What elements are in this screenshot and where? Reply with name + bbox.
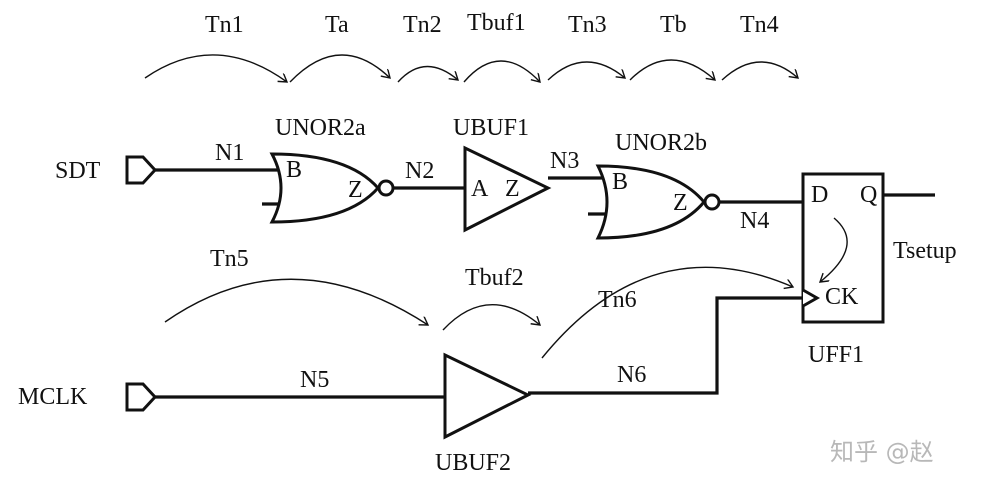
unor2a-pin-z: Z	[348, 177, 363, 203]
label-tn5: Tn5	[210, 246, 249, 272]
uff1-flipflop-icon	[801, 172, 885, 324]
arc-tn4	[721, 61, 798, 81]
arc-tn6	[541, 266, 793, 359]
unor2b-name: UNOR2b	[615, 130, 707, 156]
label-tb: Tb	[660, 12, 687, 38]
ubuf1-pin-a: A	[471, 176, 489, 202]
label-tn4: Tn4	[740, 12, 779, 38]
arc-ta	[289, 54, 390, 83]
arc-tn1	[144, 54, 287, 82]
net-n2-label: N2	[405, 158, 434, 184]
port-mclk-icon	[125, 382, 158, 412]
ubuf2-name: UBUF2	[435, 450, 511, 476]
net-n4-label: N4	[740, 208, 769, 234]
unor2a-name: UNOR2a	[275, 115, 366, 141]
uff1-pin-q: Q	[860, 182, 877, 208]
net-n5-label: N5	[300, 367, 329, 393]
ubuf1-pin-z: Z	[505, 176, 520, 202]
net-n6-wire	[528, 296, 803, 395]
label-tn2: Tn2	[403, 12, 442, 38]
unor2a-output-bubble-icon	[377, 179, 395, 197]
label-tbuf2: Tbuf2	[465, 265, 524, 291]
unor2b-pin-b: B	[612, 169, 628, 195]
net-n1-label: N1	[215, 140, 244, 166]
label-tsetup: Tsetup	[893, 238, 957, 264]
unor2b-output-bubble-icon	[703, 193, 721, 211]
uff1-clock-triangle-icon	[802, 288, 821, 308]
uff1-pin-ck: CK	[825, 284, 859, 310]
arc-tb	[629, 59, 715, 80]
unor2a-pin-b: B	[286, 157, 302, 183]
label-tn1: Tn1	[205, 12, 244, 38]
arc-tn2	[397, 65, 458, 83]
arc-tn3	[547, 61, 625, 81]
label-tn6: Tn6	[598, 287, 637, 313]
uff1-name: UFF1	[808, 342, 864, 368]
net-n6-label: N6	[617, 362, 646, 388]
unor2a-nor-gate-icon	[269, 152, 381, 224]
watermark: 知乎 @赵	[830, 438, 934, 466]
uff1-pin-d: D	[811, 182, 828, 208]
label-tbuf1: Tbuf1	[467, 10, 526, 36]
port-mclk-label: MCLK	[18, 384, 88, 410]
ubuf2-buffer-icon	[443, 352, 532, 440]
port-sdt-label: SDT	[55, 158, 101, 184]
net-n3-label: N3	[550, 148, 579, 174]
label-tn3: Tn3	[568, 12, 607, 38]
arc-tbuf1	[463, 60, 540, 82]
unor2b-pin-z: Z	[673, 190, 688, 216]
unor2b-nor-gate-icon	[595, 164, 706, 240]
port-sdt-icon	[125, 155, 158, 185]
ubuf1-buffer-icon	[463, 145, 552, 233]
ubuf1-name: UBUF1	[453, 115, 529, 141]
label-ta: Ta	[325, 12, 349, 38]
arc-tn5	[164, 278, 428, 325]
arc-tsetup	[820, 217, 848, 282]
arc-tbuf2	[442, 304, 540, 331]
